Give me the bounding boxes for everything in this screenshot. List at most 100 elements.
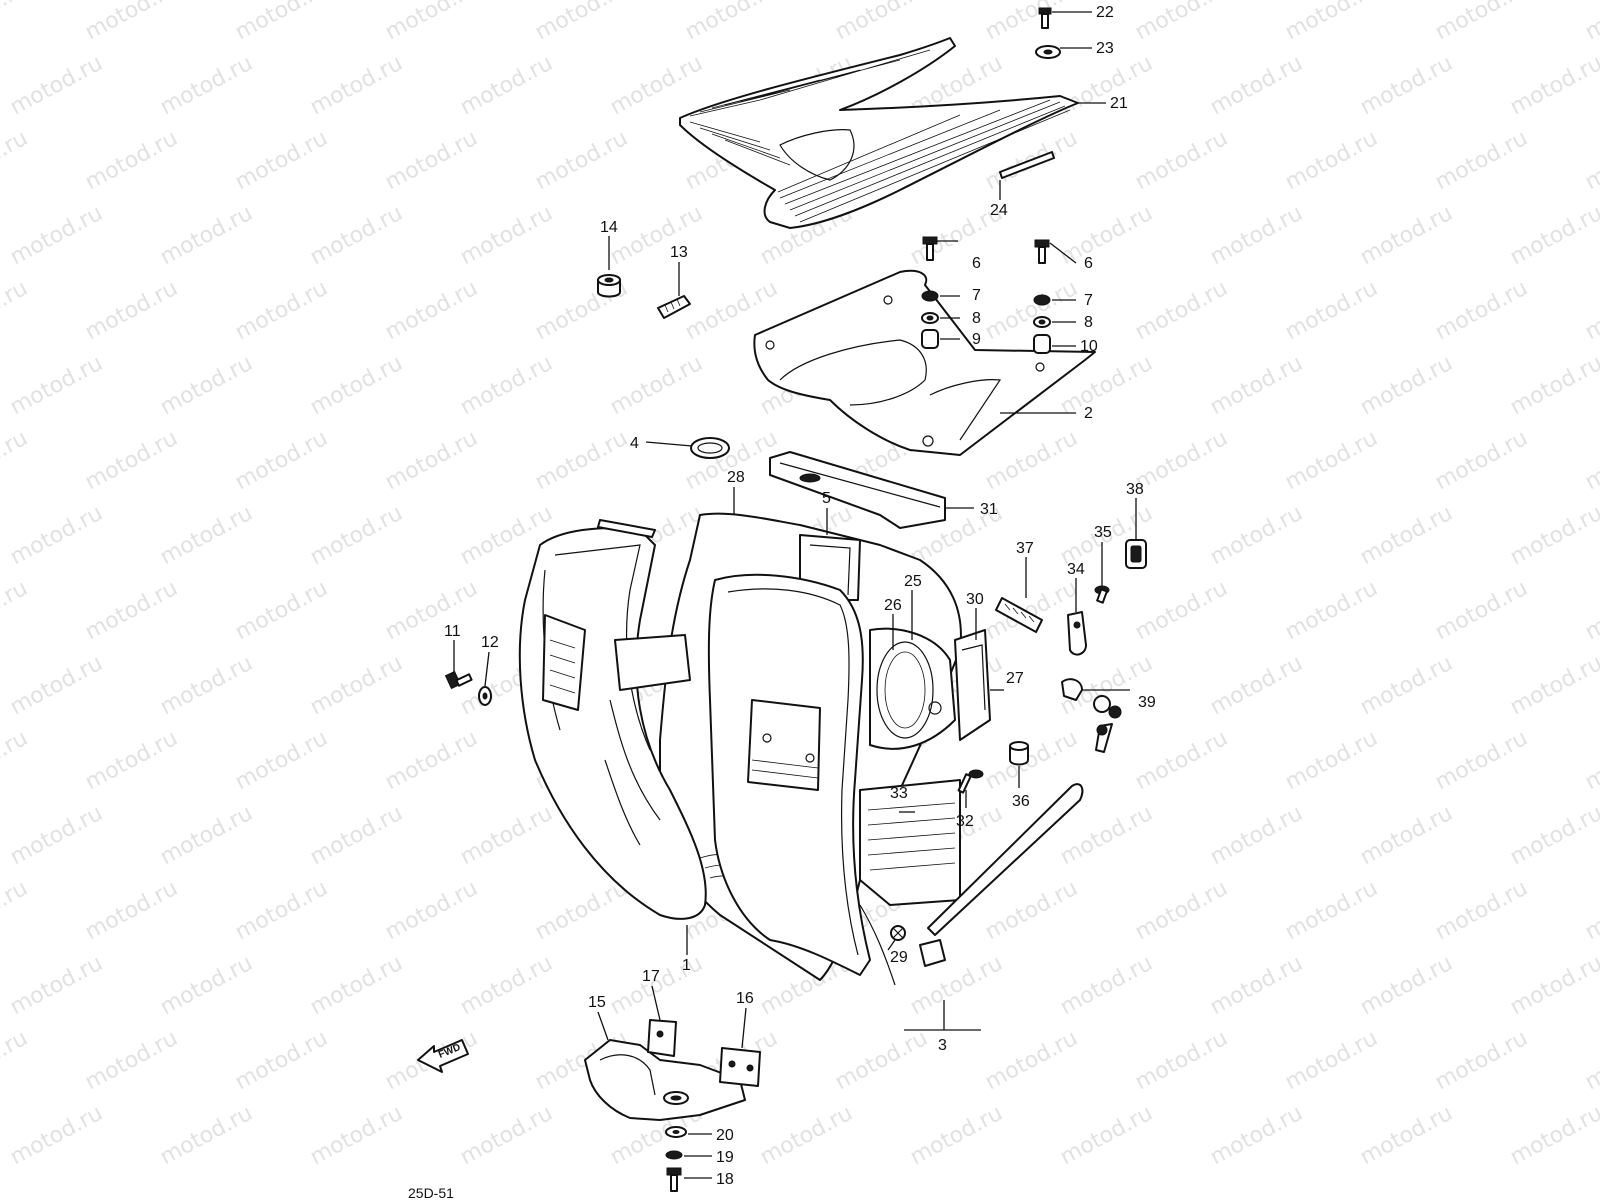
watermark-text: motod.ru (756, 1101, 857, 1170)
watermark-text: motod.ru (456, 951, 557, 1020)
callout-21: 21 (1110, 95, 1128, 112)
callout-38: 38 (1126, 481, 1144, 498)
watermark-text: motod.ru (1431, 876, 1532, 945)
watermark-text: motod.ru (1206, 351, 1307, 420)
part-33-lid (859, 779, 961, 906)
watermark-text: motod.ru (156, 501, 257, 570)
watermark-text: motod.ru (456, 201, 557, 270)
callout-17: 17 (642, 968, 660, 985)
watermark-text: motod.ru (981, 1026, 1082, 1095)
watermark-text: motod.ru (381, 426, 482, 495)
watermark-text: motod.ru (606, 951, 707, 1020)
watermark-text: motod.ru (306, 351, 407, 420)
part-35-screw (1094, 585, 1110, 604)
watermark-text: motod.ru (306, 501, 407, 570)
part-3-moulding (859, 783, 1084, 986)
watermark-text: motod.ru (1056, 951, 1157, 1020)
part-39-lock-set (1061, 678, 1122, 753)
watermark-text: motod.ru (381, 0, 482, 45)
watermark-text: motod.ru (1206, 201, 1307, 270)
watermark-text: motod.ru (81, 126, 182, 195)
fastener-stack-right (1033, 239, 1051, 354)
watermark-text: motod.ru (381, 576, 482, 645)
callout-33: 33 (890, 785, 908, 802)
watermark-text: motod.ru (156, 1101, 257, 1170)
part-36-cap (1009, 741, 1029, 766)
watermark-text: motod.ru (531, 126, 632, 195)
part-13-rubber-strip (657, 295, 691, 319)
callout-6-left: 6 (972, 255, 981, 272)
callout-22: 22 (1096, 4, 1114, 21)
watermark-text: motod.ru (1206, 951, 1307, 1020)
watermark-text: motod.ru (81, 726, 182, 795)
watermark-text: motod.ru (1506, 1101, 1600, 1170)
watermark-text: motod.ru (156, 801, 257, 870)
watermark-text: motod.ru (981, 726, 1082, 795)
callout-19: 19 (716, 1149, 734, 1166)
watermark-text: motod.ru (0, 126, 32, 195)
watermark-text: motod.ru (981, 276, 1082, 345)
watermark-text: motod.ru (231, 876, 332, 945)
watermark-text: motod.ru (606, 201, 707, 270)
watermark-text: motod.ru (0, 276, 32, 345)
watermark-text: motod.ru (81, 576, 182, 645)
watermark-text: motod.ru (231, 426, 332, 495)
watermark-text: motod.ru (456, 51, 557, 120)
watermark-text: motod.ru (1581, 276, 1600, 345)
watermark-text: motod.ru (381, 726, 482, 795)
watermark-text: motod.ru (1431, 726, 1532, 795)
part-19-washer (665, 1150, 683, 1160)
watermark-text: motod.ru (1581, 1026, 1600, 1095)
callout-26: 26 (884, 597, 902, 614)
callout-37: 37 (1016, 540, 1034, 557)
watermark-text: motod.ru (1131, 0, 1232, 45)
watermark-text: motod.ru (1581, 426, 1600, 495)
watermark-text: motod.ru (81, 276, 182, 345)
part-20-washer (665, 1126, 687, 1138)
part-16-plate (719, 1047, 761, 1087)
part-24-strip (999, 151, 1055, 179)
watermark-text: motod.ru (1281, 276, 1382, 345)
watermark-text: motod.ru (231, 726, 332, 795)
part-37-handle (995, 597, 1043, 633)
watermark-text: motod.ru (81, 426, 182, 495)
watermark-text: motod.ru (1131, 426, 1232, 495)
watermark-text: motod.ru (0, 426, 32, 495)
watermark-text: motod.ru (981, 0, 1082, 45)
watermark-text: motod.ru (156, 201, 257, 270)
watermark-text: motod.ru (231, 576, 332, 645)
callout-34: 34 (1067, 561, 1085, 578)
watermark-text: motod.ru (1506, 951, 1600, 1020)
watermark-text: motod.ru (1506, 351, 1600, 420)
watermark-text: motod.ru (231, 0, 332, 45)
callout-29: 29 (890, 949, 908, 966)
callout-5: 5 (822, 490, 831, 507)
watermark-text: motod.ru (6, 501, 107, 570)
part-4-ring (690, 437, 730, 459)
callout-13: 13 (670, 244, 688, 261)
watermark-text: motod.ru (1056, 51, 1157, 120)
watermark-text: motod.ru (6, 801, 107, 870)
watermark-text: motod.ru (1356, 351, 1457, 420)
watermark-text: motod.ru (1356, 201, 1457, 270)
watermark-text: motod.ru (1431, 276, 1532, 345)
watermark-text: motod.ru (1206, 51, 1307, 120)
watermark-text: motod.ru (81, 0, 182, 45)
watermark-text: motod.ru (0, 726, 32, 795)
part-2-under-plate (753, 269, 1096, 456)
watermark-text: motod.ru (1506, 501, 1600, 570)
part-31-seal (769, 451, 946, 529)
watermark-text: motod.ru (306, 951, 407, 1020)
callout-2: 2 (1084, 405, 1093, 422)
watermark-text: motod.ru (1431, 126, 1532, 195)
watermark-text: motod.ru (531, 426, 632, 495)
part-30-bracket (954, 629, 991, 741)
watermark-text: motod.ru (906, 1101, 1007, 1170)
part-25-box-frame (869, 627, 956, 750)
callout-11: 11 (444, 623, 461, 640)
callout-labels: 22 23 21 24 14 13 6 7 8 9 6 7 8 10 2 4 2… (444, 4, 1156, 1188)
callout-32: 32 (956, 813, 974, 830)
watermark-text: motod.ru (1206, 801, 1307, 870)
watermark-text: motod.ru (1356, 1101, 1457, 1170)
